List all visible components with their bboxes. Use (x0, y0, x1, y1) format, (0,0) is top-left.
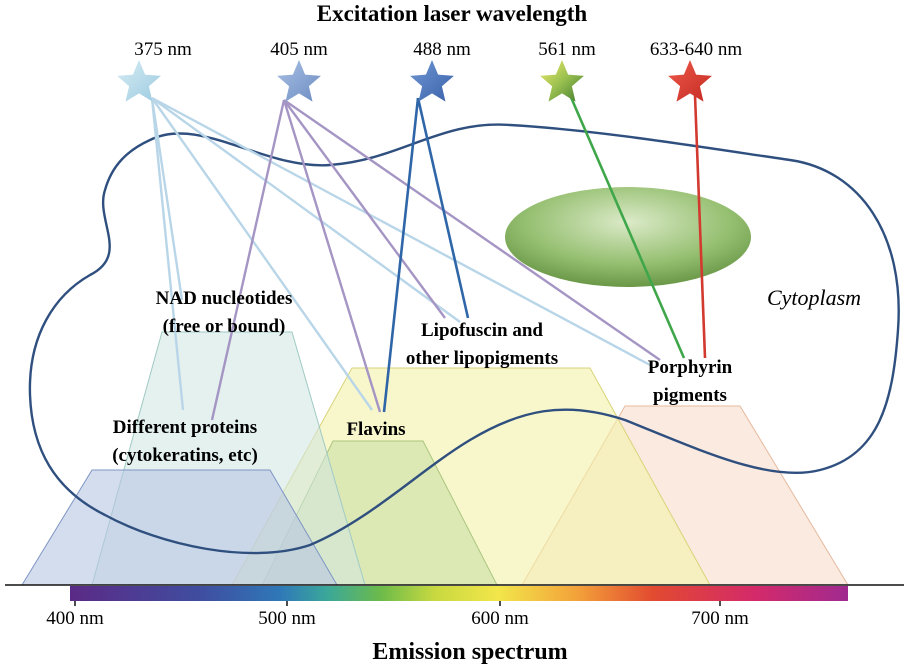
cell-outline (28, 123, 900, 555)
label-lipofuscin-line1: Lipofuscin and (421, 320, 543, 341)
laser-label-633: 633-640 nm (650, 39, 743, 60)
excitation-lines-405 (210, 99, 661, 421)
label-cytoplasm: Cytoplasm (767, 285, 861, 310)
label-lipofuscin-line2: other lipopigments (406, 348, 558, 369)
label-nad-line2: (free or bound) (163, 316, 286, 337)
label-porphyrin-line1: Porphyrin (648, 357, 733, 378)
laser-label-405: 405 nm (270, 39, 328, 60)
laser-label-561: 561 nm (538, 39, 596, 60)
tick-label-600: 600 nm (471, 608, 529, 629)
excitation-lines-375 (150, 96, 651, 411)
label-flavins: Flavins (346, 419, 405, 440)
axis-title: Emission spectrum (372, 639, 567, 665)
tick-label-400: 400 nm (46, 608, 104, 629)
laser-star-561-icon (540, 60, 584, 102)
excitation-lines-488 (382, 97, 470, 413)
spectrum-bar (70, 586, 848, 601)
laser-star-375-icon (117, 60, 161, 102)
diagram-title: Excitation laser wavelength (317, 1, 588, 26)
excitation-line-633 (693, 94, 707, 359)
cell-nucleus (505, 187, 751, 287)
tick-label-700: 700 nm (691, 608, 749, 629)
laser-star-633-icon (668, 60, 712, 102)
laser-star-488-icon (410, 60, 454, 102)
laser-star-405-icon (277, 60, 321, 102)
label-proteins-line2: (cytokeratins, etc) (112, 445, 258, 466)
label-porphyrin-line2: pigments (653, 385, 727, 406)
laser-label-375: 375 nm (134, 39, 192, 60)
laser-label-488: 488 nm (413, 39, 471, 60)
label-nad-line1: NAD nucleotides (156, 288, 293, 309)
tick-label-500: 500 nm (258, 608, 316, 629)
label-proteins-line1: Different proteins (113, 417, 257, 438)
axis-ticks (74, 601, 721, 606)
excitation-line-561 (568, 94, 686, 359)
